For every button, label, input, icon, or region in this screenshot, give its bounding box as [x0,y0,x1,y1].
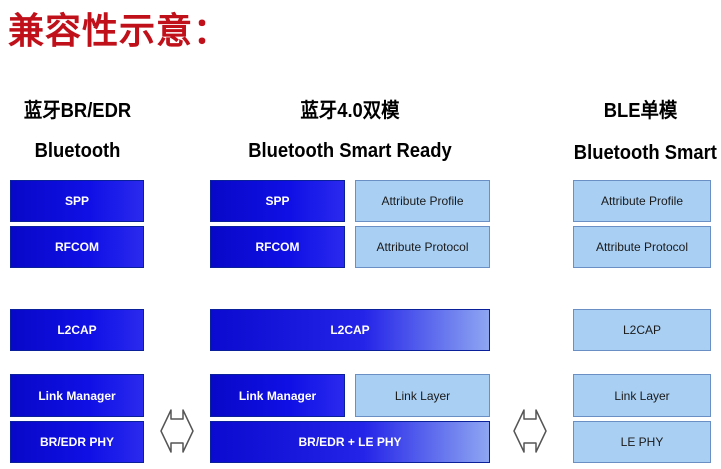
ble-column-subtitle: Bluetooth Smart [573,142,717,164]
dual-rfcom-block: RFCOM [210,226,345,268]
dual-l2cap-block: L2CAP [210,309,490,351]
br-edr-column-name: 蓝牙BR/EDR [23,100,132,122]
double-arrow-icon [160,409,194,453]
ble-phy-block: LE PHY [573,421,711,463]
ble-attribute-protocol-block: Attribute Protocol [573,226,711,268]
dual-attribute-protocol-block: Attribute Protocol [355,226,490,268]
ble-attribute-profile-block: Attribute Profile [573,180,711,222]
br-edr-l2cap-block: L2CAP [10,309,144,351]
ble-link-layer-block: Link Layer [573,374,711,417]
br-edr-rfcom-block: RFCOM [10,226,144,268]
dual-attribute-profile-block: Attribute Profile [355,180,490,222]
br-edr-column-subtitle: Bluetooth [34,140,121,162]
dual-phy-block: BR/EDR + LE PHY [210,421,490,463]
page-title: 兼容性示意： [8,10,231,52]
br-edr-phy-block: BR/EDR PHY [10,421,144,463]
br-edr-link-manager-block: Link Manager [10,374,144,417]
double-arrow-icon [513,409,547,453]
dual-link-manager-block: Link Manager [210,374,345,417]
dual-mode-column-subtitle: Bluetooth Smart Ready [248,140,452,162]
ble-column-name: BLE单模 [603,100,678,122]
dual-link-layer-block: Link Layer [355,374,490,417]
dual-mode-column-name: 蓝牙4.0双模 [300,100,400,122]
ble-l2cap-block: L2CAP [573,309,711,351]
dual-spp-block: SPP [210,180,345,222]
br-edr-spp-block: SPP [10,180,144,222]
